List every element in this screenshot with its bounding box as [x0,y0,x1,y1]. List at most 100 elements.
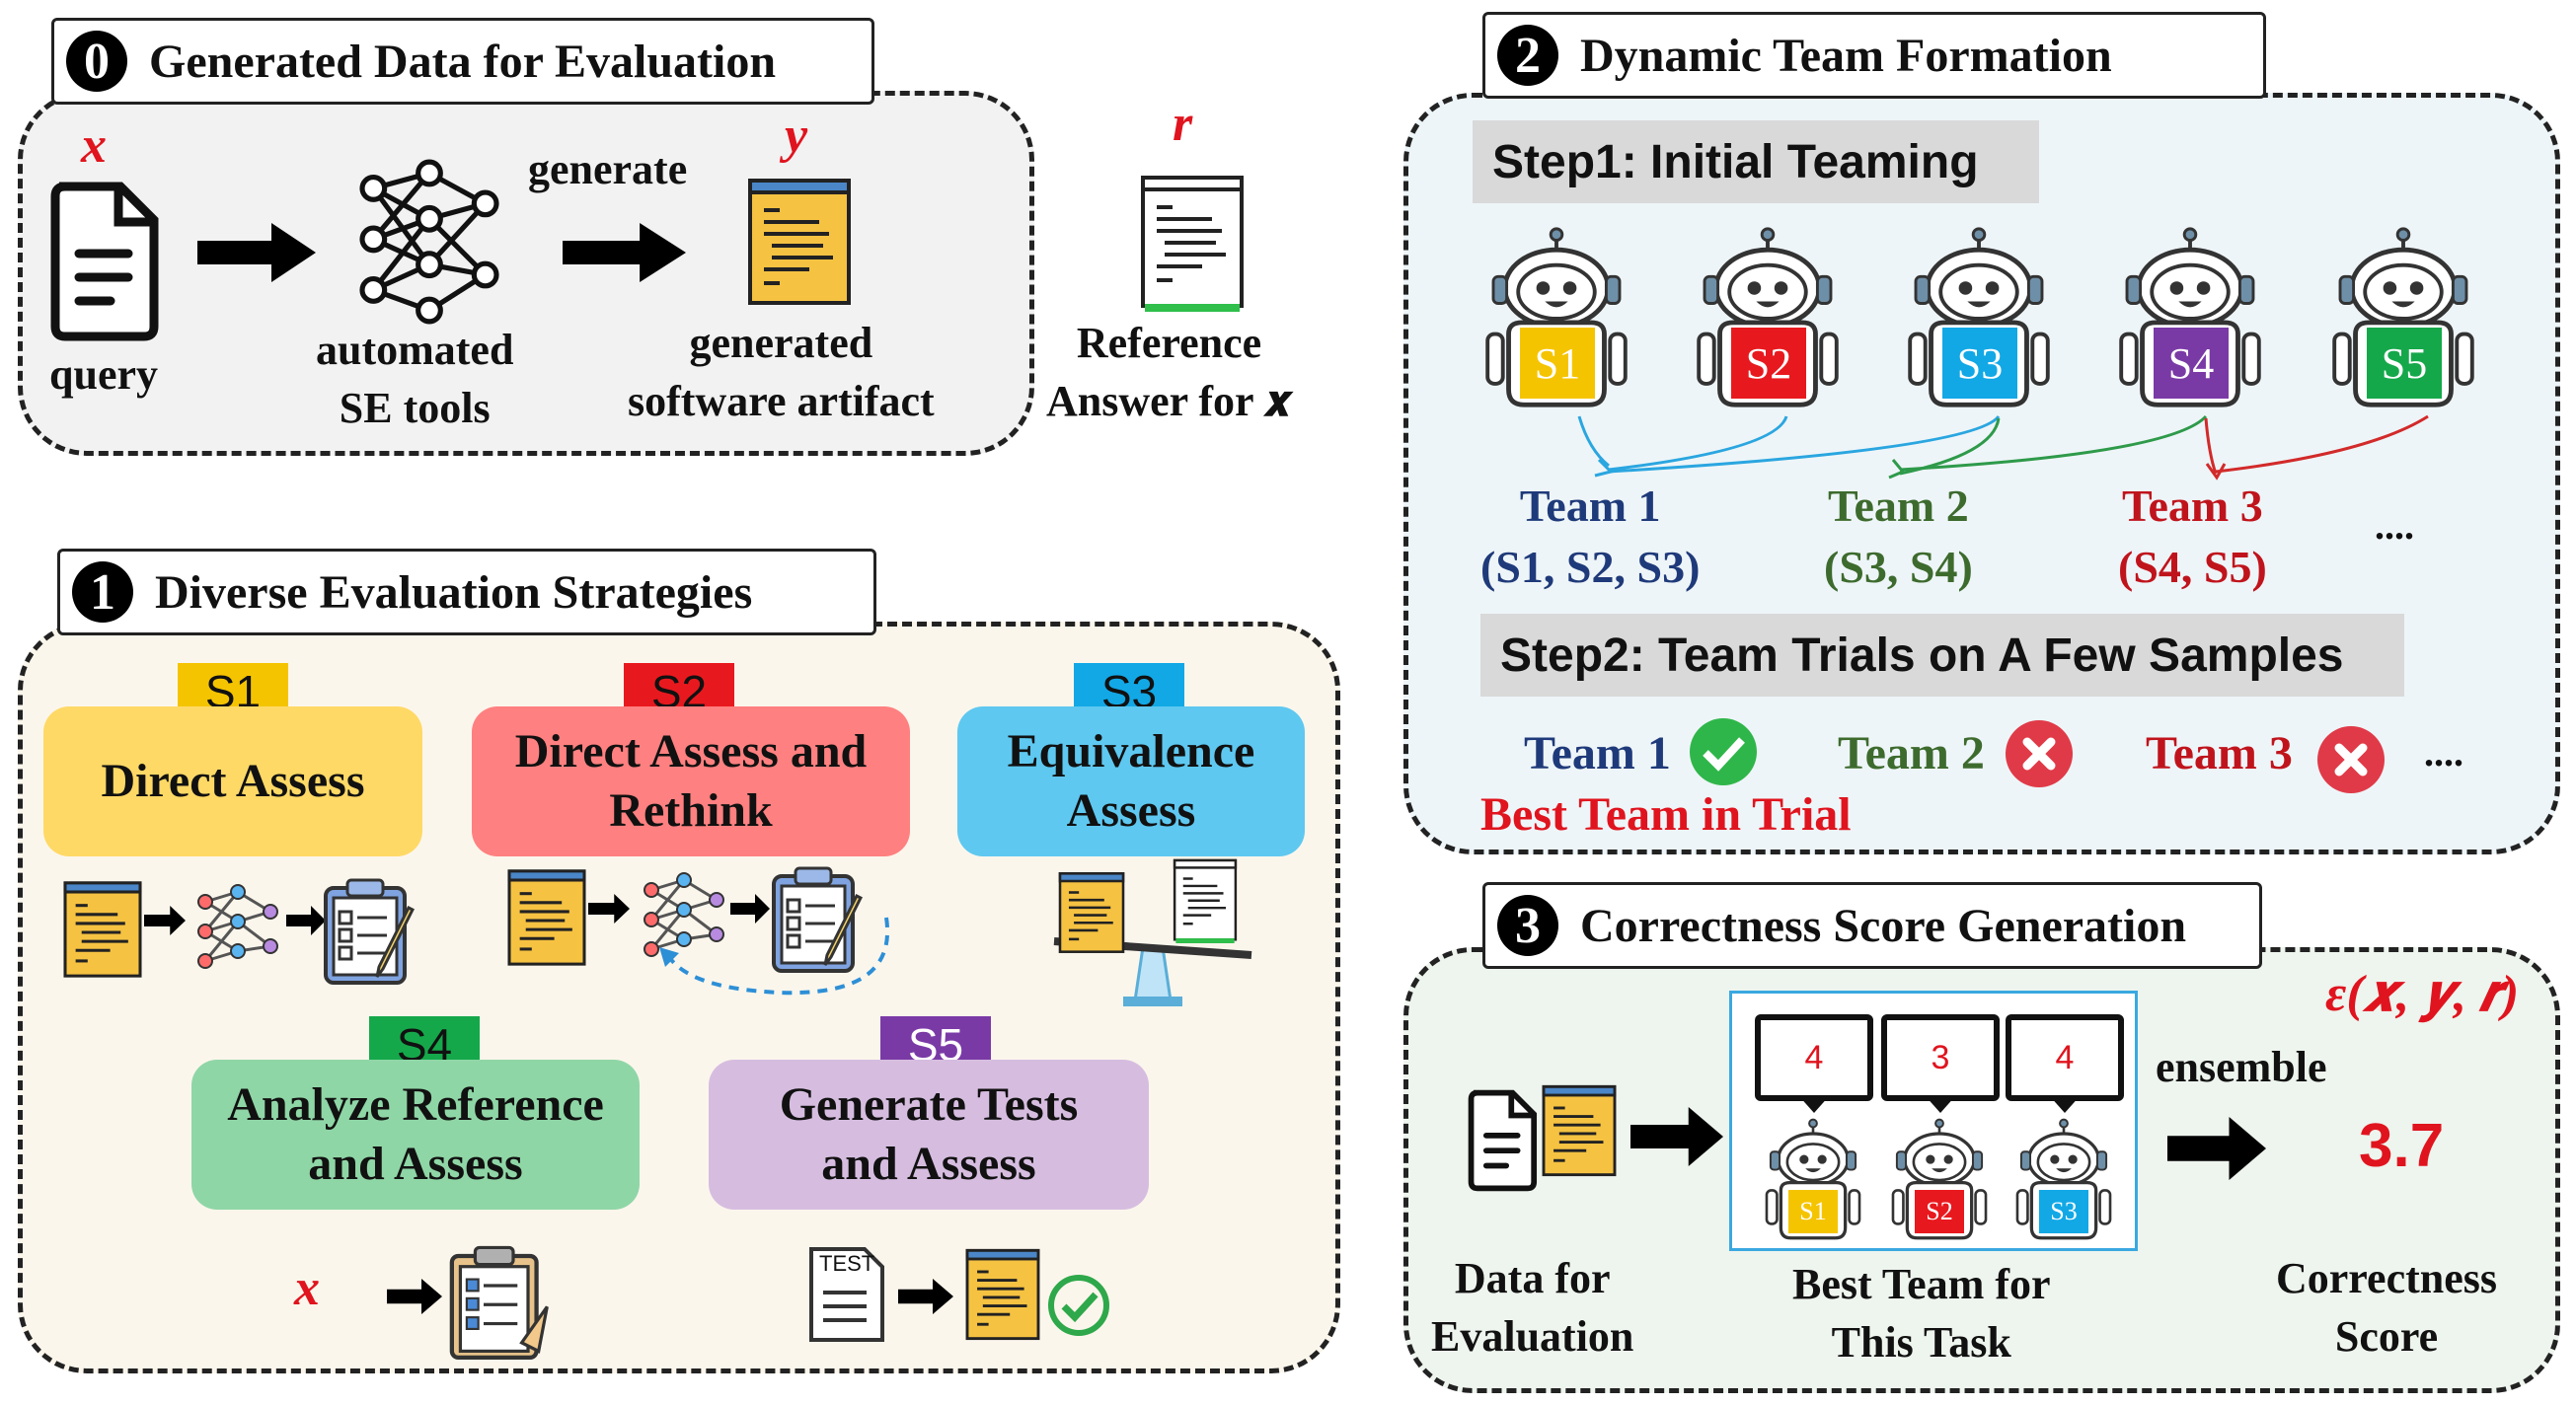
var-x-label: x [294,1260,320,1316]
tools-label: automated SE tools [316,321,513,438]
x-circle-icon [2006,720,2073,787]
query-document-icon [51,183,160,340]
robot-badge: S4 [2154,328,2229,399]
x-circle-icon [2317,726,2385,793]
team-label: Best Team for This Task [1792,1255,2051,1372]
arrow-right-icon [588,894,630,924]
arrow-right-icon [1630,1107,1723,1166]
panel0-header: 0 Generated Data for Evaluation [51,18,874,105]
panel2-header: 2 Dynamic Team Formation [1482,12,2266,99]
strategy-s4-label-line1: Analyze Reference [227,1078,604,1131]
generate-label: generate [528,145,688,193]
bubble-tail [1925,1095,1956,1113]
step1-banner: Step1: Initial Teaming [1473,120,2039,203]
robot-badge: S5 [2367,328,2442,399]
panel1-number: 1 [72,561,133,623]
team-1-label: Team 1 (S1, S2, S3) [1480,476,1700,598]
robot-s3-icon: S3 [2009,1117,2118,1243]
strategy-s4-label-line2: and Assess [308,1138,523,1190]
strategy-s2-label-line2: Rethink [609,784,773,837]
robot-s1-icon: S1 [1482,225,1630,412]
team-connector-lines [1577,414,2429,481]
trial-team1-label: Team 1 [1524,727,1671,779]
robot-s5-icon: S5 [2329,225,2477,412]
arrow-right-icon [387,1279,442,1314]
bubble-tail [2049,1095,2081,1113]
panel2-title: Dynamic Team Formation [1580,29,2112,82]
query-label: query [49,350,158,399]
strategy-s2-label-line1: Direct Assess and [514,725,868,777]
team-3-label: Team 3 (S4, S5) [2118,476,2267,598]
check-circle-icon [1048,1275,1109,1336]
strategy-s1-label: Direct Assess [101,755,365,807]
query-document-icon [1469,1089,1538,1192]
var-x-label: x [81,117,107,174]
clipboard-icon [324,878,415,985]
panel0-title: Generated Data for Evaluation [149,35,777,88]
team-name: Team 2 [1828,481,1969,531]
panel0-number: 0 [66,31,127,92]
trial-team3-label: Team 3 [2146,727,2293,779]
team-name: Team 3 [2122,481,2263,531]
robot-s2-icon: S2 [1694,225,1842,412]
panel3-number: 3 [1497,895,1558,956]
generated-code-icon [1058,872,1125,953]
neural-network-icon [350,158,508,326]
team-label-line1: Best Team for [1792,1260,2051,1308]
artifact-label-line1: generated [689,319,873,367]
arrow-right-icon [286,906,326,935]
data-label-line1: Data for [1454,1254,1611,1302]
data-label: Data for Evaluation [1431,1249,1633,1367]
arrow-right-icon [563,223,686,282]
arrow-right-icon [898,1279,953,1314]
generated-code-icon [965,1248,1040,1341]
panel-team-formation [1403,93,2560,854]
score-value: 3.7 [2359,1112,2445,1180]
step2-banner: Step2: Team Trials on A Few Samples [1480,614,2404,697]
reference-label: Reference Answer for 𝒙 [1046,314,1292,431]
artifact-label: generated software artifact [628,314,935,431]
panel2-number: 2 [1497,25,1558,86]
var-r-label: r [1173,96,1193,152]
trial-team2-label: Team 2 [1838,727,1985,779]
team-ellipsis: .... [2375,503,2414,548]
neural-network-icon [196,883,279,970]
strategy-s5-label-line2: and Assess [821,1138,1036,1190]
reference-code-icon [1173,858,1238,945]
robot-s2-icon: S2 [1885,1117,1994,1243]
robot-s1-icon: S1 [1759,1117,1867,1243]
artifact-label-line2: software artifact [628,377,935,426]
team-name: Team 1 [1519,481,1661,531]
score-bubble: 4 [1755,1014,1873,1101]
var-y-label: y [785,108,808,164]
generated-code-icon [1542,1084,1617,1177]
data-label-line2: Evaluation [1431,1312,1634,1362]
strategy-box-s3: Equivalence Assess [957,706,1305,856]
team-members: (S4, S5) [2118,542,2267,593]
ensemble-label: ensemble [2156,1043,2327,1091]
reference-code-icon [1141,176,1244,314]
team-members: (S1, S2, S3) [1480,542,1701,593]
generated-code-icon [63,881,142,978]
robot-badge: S3 [1942,328,2017,399]
test-document-icon [809,1247,884,1342]
robot-s3-icon: S3 [1905,225,2053,412]
tools-label-line2: SE tools [339,384,491,433]
score-bubble: 4 [2006,1014,2124,1101]
score-label: Correctness Score [2276,1249,2497,1367]
robot-s4-icon: S4 [2116,225,2264,412]
strategy-s3-label-line1: Equivalence [1007,725,1255,777]
panel1-title: Diverse Evaluation Strategies [155,565,753,619]
strategy-box-s2: Direct Assess and Rethink [472,706,910,856]
robot-badge: S1 [1788,1190,1838,1233]
score-label-line1: Correctness [2276,1254,2497,1302]
generated-code-icon [507,869,586,966]
best-team-label: Best Team in Trial [1480,788,1852,841]
arrow-right-icon [197,223,316,282]
checklist-icon [449,1245,549,1360]
strategy-box-s4: Analyze Reference and Assess [191,1060,640,1210]
strategy-box-s5: Generate Tests and Assess [709,1060,1149,1210]
panel3-title: Correctness Score Generation [1580,899,2187,952]
panel3-header: 3 Correctness Score Generation [1482,882,2262,969]
robot-badge: S3 [2039,1190,2088,1233]
